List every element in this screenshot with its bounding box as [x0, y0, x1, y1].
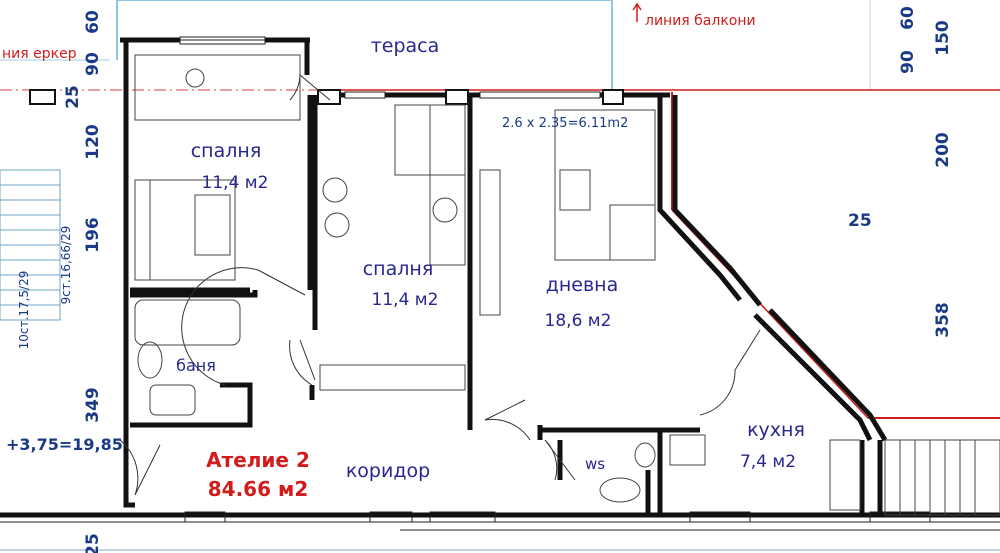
stairs-label-b: 10ст.17,5/29 [17, 271, 31, 350]
dim-left-349: 349 [83, 387, 103, 423]
apartment-area: 84.66 м2 [208, 477, 309, 501]
stairs-right [884, 439, 1000, 516]
furniture [0, 54, 1000, 516]
dim-right-60: 60 [898, 6, 918, 30]
doors [119, 74, 761, 496]
apartment-title: Ателие 2 84.66 м2 [206, 448, 310, 501]
bedroom2-area: 11,4 м2 [372, 290, 439, 310]
dim-left-25: 25 [63, 85, 83, 109]
stairs-label-a: 9ст.16,66/29 [59, 226, 73, 305]
annotations: ния еркер линия балкони 2.6 x 2.35=6.11m… [2, 13, 756, 454]
dim-right-358: 358 [933, 302, 953, 338]
dimensions-right: 60 90 150 200 25 358 [848, 6, 953, 338]
corridor-label: коридор [346, 460, 430, 482]
dim-right-25: 25 [848, 211, 872, 231]
kitchen-name: кухня [747, 419, 805, 441]
dim-right-200: 200 [933, 132, 953, 168]
room-labels: тераса спалня 11,4 м2 спалня 11,4 м2 дне… [176, 35, 805, 482]
bedroom1-area: 11,4 м2 [202, 173, 269, 193]
living-area: 18,6 м2 [545, 311, 612, 331]
bedroom2-name: спалня [363, 258, 434, 280]
living-name: дневна [546, 274, 619, 296]
apartment-name: Ателие 2 [206, 448, 310, 472]
terrace-label: тераса [371, 35, 440, 57]
walls [0, 37, 1000, 531]
bay-window-label: ния еркер [2, 46, 77, 62]
dim-left-bottom-25: 25 [83, 533, 103, 553]
dim-left-60: 60 [83, 10, 103, 34]
dim-left-196: 196 [83, 217, 103, 253]
bedroom1-name: спалня [191, 140, 262, 162]
window-size-label: 2.6 x 2.35=6.11m2 [502, 116, 628, 131]
dim-left-120: 120 [83, 124, 103, 160]
balcony-line-label: линия балкони [645, 13, 756, 29]
dim-left-90: 90 [83, 52, 103, 76]
dimensions-left: 60 90 25 120 196 349 25 9ст.16,66/29 10с… [17, 10, 103, 553]
bath-label: баня [176, 356, 216, 375]
left-sum-label: +3,75=19,85 [6, 435, 123, 454]
dim-right-90: 90 [898, 50, 918, 74]
dim-right-150: 150 [933, 20, 953, 56]
wc-label: ws [585, 455, 605, 473]
stairs-left [0, 169, 61, 321]
windows [29, 36, 931, 523]
kitchen-area: 7,4 м2 [740, 452, 796, 472]
